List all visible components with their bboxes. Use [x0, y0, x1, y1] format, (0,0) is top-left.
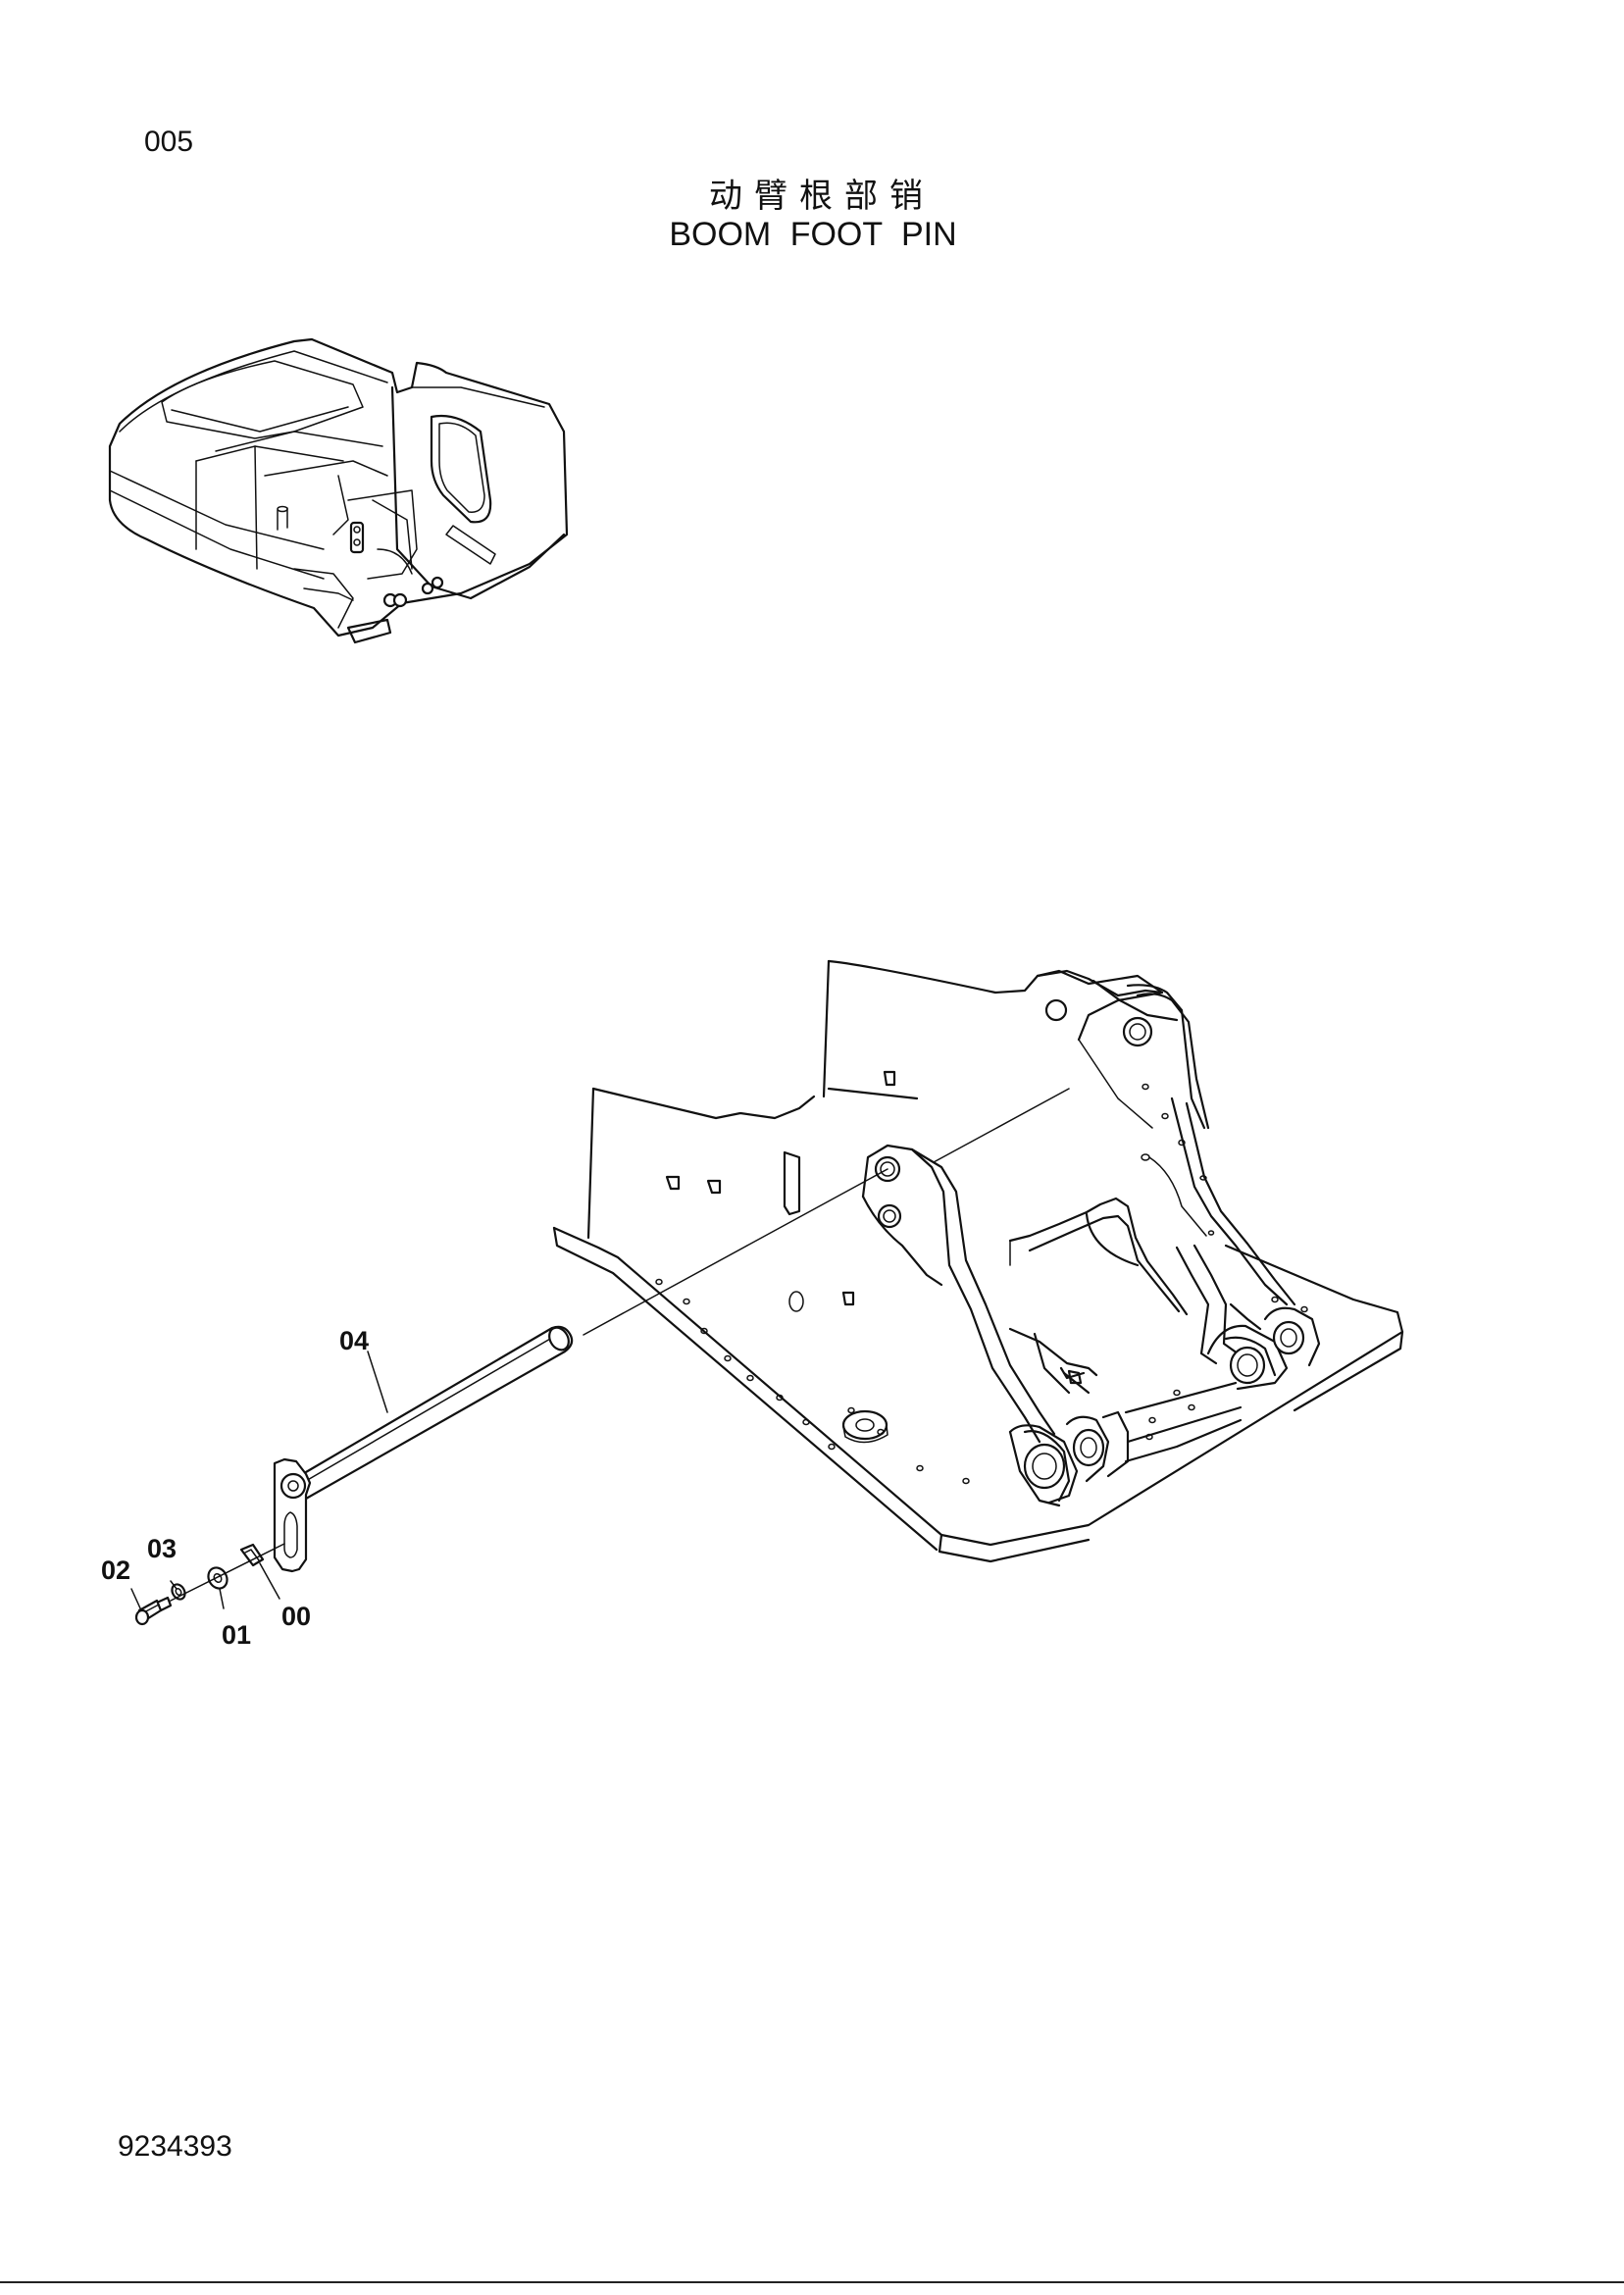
callout-03: 03 — [147, 1534, 177, 1563]
callout-04: 04 — [339, 1326, 369, 1355]
base-plate-holes — [655, 1083, 1308, 1485]
page-title-chinese: 动臂根部销 — [709, 177, 935, 216]
document-number: 9234393 — [118, 2130, 232, 2163]
bottom-rule — [0, 2281, 1624, 2283]
page-title-english: BOOM FOOT PIN — [669, 216, 957, 253]
callout-00: 00 — [281, 1602, 311, 1631]
page-number: 005 — [144, 126, 194, 158]
boom-foot-frame — [552, 959, 1404, 1563]
callout-01: 01 — [222, 1620, 251, 1650]
excavator-overview-illustration — [108, 337, 569, 644]
callout-02: 02 — [101, 1556, 130, 1585]
pin-assembly — [130, 1168, 888, 1626]
